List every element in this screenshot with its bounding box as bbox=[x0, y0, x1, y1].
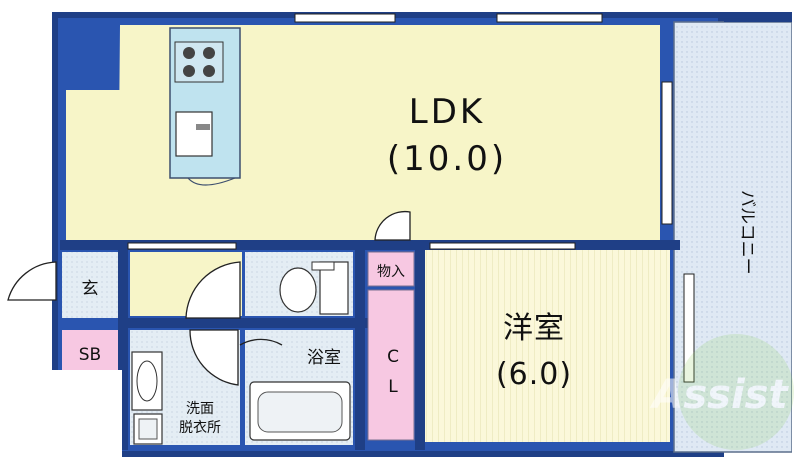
doors bbox=[7, 210, 411, 386]
assist-watermark: Assist bbox=[649, 334, 794, 450]
western-room-floor bbox=[425, 250, 670, 442]
entrance-floor bbox=[62, 252, 118, 318]
washroom-label-1: 洗面 bbox=[186, 401, 214, 417]
western-room-name: 洋室 bbox=[503, 311, 565, 346]
washroom-label-2: 脱衣所 bbox=[179, 420, 221, 436]
ldk-name: LDK bbox=[409, 92, 485, 132]
windows bbox=[127, 13, 695, 383]
shoebox-label: SB bbox=[79, 345, 101, 365]
kitchen-counter bbox=[169, 27, 241, 186]
western-room-size: (6.0) bbox=[496, 357, 572, 392]
balcony-label: バルコニー bbox=[737, 190, 757, 275]
closet-label-c: C bbox=[387, 347, 399, 367]
storage-floor bbox=[367, 251, 415, 287]
entrance-label: 玄 bbox=[82, 279, 99, 299]
toilet-fixture bbox=[279, 261, 349, 315]
washbasin bbox=[131, 351, 163, 445]
closet-label-l: L bbox=[388, 377, 398, 397]
ldk-size: (10.0) bbox=[387, 139, 507, 179]
storage-label: 物入 bbox=[377, 264, 405, 280]
watermark-text: Assist bbox=[649, 372, 789, 418]
bath-label: 浴室 bbox=[307, 348, 341, 368]
closet-floor bbox=[367, 289, 415, 441]
shoebox-floor bbox=[62, 330, 118, 370]
